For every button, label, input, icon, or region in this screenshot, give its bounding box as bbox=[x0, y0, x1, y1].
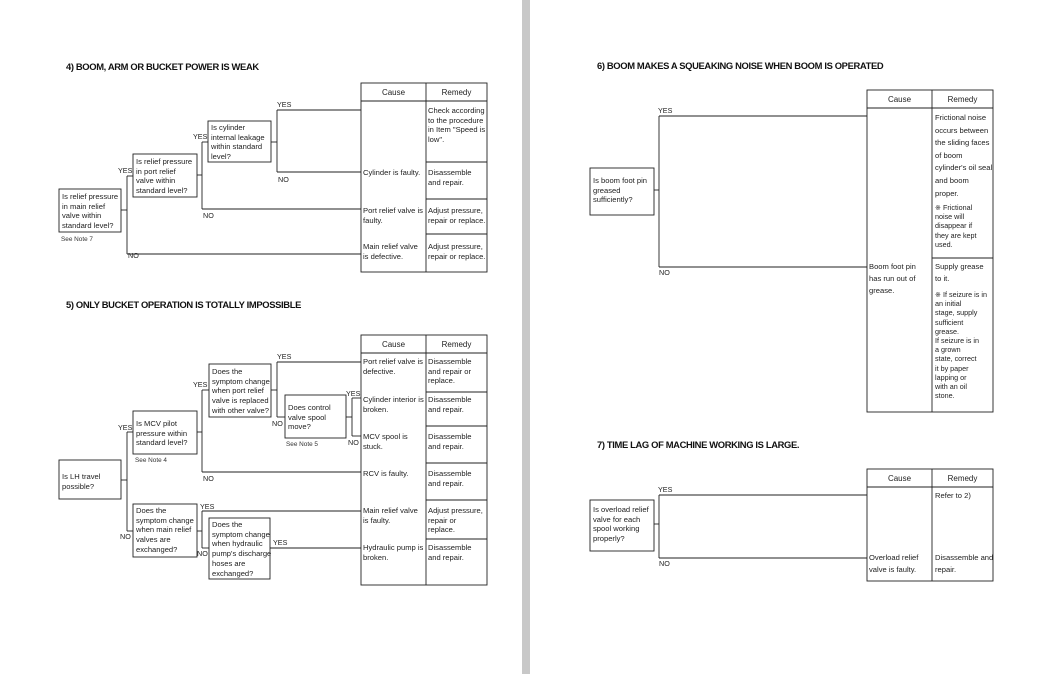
s5-cause-3: MCV spool is stuck. bbox=[363, 432, 408, 451]
s4-yes-label-1: YES bbox=[118, 166, 133, 175]
s4-note-7: See Note 7 bbox=[61, 236, 93, 243]
s7-remedy-header: Remedy bbox=[947, 474, 978, 483]
s5-remedy-3: Disassemble and repair. bbox=[428, 432, 472, 451]
s5-cause-1: Port relief valve is defective. bbox=[363, 357, 423, 376]
s4-cause-3: Port relief valve is faulty. bbox=[363, 206, 423, 225]
s4-question-port-relief: Is relief pressure in port relief valve … bbox=[136, 157, 193, 196]
s5-question-lh-travel: Is LH travel possible? bbox=[62, 472, 101, 491]
s5-remedy-6: Disassemble and repair. bbox=[428, 543, 472, 562]
s5-question-mcv-pilot: Is MCV pilot pressure within standard le… bbox=[136, 419, 188, 448]
s5-cause-5: Main relief valve is faulty. bbox=[363, 506, 418, 525]
s6-question-grease: Is boom foot pin greased sufficiently? bbox=[593, 176, 648, 205]
s5-no-label-3: NO bbox=[272, 419, 283, 428]
flowchart-lines-right bbox=[589, 89, 994, 582]
s5-yes-label-5: YES bbox=[200, 502, 215, 511]
s5-remedy-1: Disassemble and repair or replace. bbox=[428, 357, 472, 386]
s4-cause-header: Cause bbox=[381, 88, 406, 97]
s6-cause-2: Boom foot pin has run out of grease. bbox=[869, 262, 916, 295]
s4-yes-label-3: YES bbox=[277, 100, 292, 109]
s5-no-label-1: NO bbox=[120, 532, 131, 541]
s5-remedy-5: Adjust pressure, repair or replace. bbox=[428, 506, 483, 535]
s4-no-label-2: NO bbox=[203, 211, 214, 220]
s4-yes-label-2: YES bbox=[193, 132, 208, 141]
s6-remedy-1-note: ※ Frictional noise will disappear if the… bbox=[935, 203, 977, 249]
s4-question-main-relief: Is relief pressure in main relief valve … bbox=[62, 192, 119, 231]
s5-cause-header: Cause bbox=[381, 340, 406, 349]
section-6-title: 6) BOOM MAKES A SQUEAKING NOISE WHEN BOO… bbox=[597, 60, 884, 71]
s4-remedy-1: Check according to the procedure in Item… bbox=[428, 106, 486, 145]
s7-remedy-2: Disassemble and repair. bbox=[935, 553, 994, 574]
s5-note-4: See Note 4 bbox=[135, 457, 167, 464]
s4-remedy-3: Adjust pressure, repair or replace. bbox=[428, 206, 486, 225]
s7-yes-label: YES bbox=[658, 485, 673, 494]
s4-no-label-3: NO bbox=[278, 175, 289, 184]
s6-remedy-header: Remedy bbox=[947, 95, 978, 104]
s5-question-main-relief-exchanged: Does the symptom change when main relief… bbox=[136, 506, 194, 554]
s5-yes-label-2: YES bbox=[193, 380, 208, 389]
s5-cause-4: RCV is faulty. bbox=[363, 469, 409, 478]
s4-no-label-1: NO bbox=[128, 251, 139, 260]
page-right: 6) BOOM MAKES A SQUEAKING NOISE WHEN BOO… bbox=[530, 0, 1052, 674]
s5-question-spool-move: Does control valve spool move? bbox=[288, 403, 331, 432]
s5-yes-label-6: YES bbox=[273, 538, 288, 547]
s7-no-label: NO bbox=[659, 559, 670, 568]
s6-cause-header: Cause bbox=[887, 95, 912, 104]
s5-question-port-relief-replaced: Does the symptom change when port relief… bbox=[212, 367, 270, 415]
section-5-title: 5) ONLY BUCKET OPERATION IS TOTALLY IMPO… bbox=[66, 299, 301, 310]
s4-remedy-header: Remedy bbox=[441, 88, 472, 97]
s5-yes-label-1: YES bbox=[118, 423, 133, 432]
s5-cause-2: Cylinder interior is broken. bbox=[363, 395, 424, 414]
s5-yes-label-3: YES bbox=[277, 352, 292, 361]
s5-cause-6: Hydraulic pump is broken. bbox=[363, 543, 424, 562]
s5-no-label-2: NO bbox=[203, 474, 214, 483]
s6-yes-label: YES bbox=[658, 106, 673, 115]
s5-note-5: See Note 5 bbox=[286, 441, 318, 448]
s4-cause-2: Cylinder is faulty. bbox=[363, 168, 421, 177]
s7-question-overload-relief: Is overload relief valve for each spool … bbox=[593, 505, 649, 544]
flowchart-lines-left bbox=[58, 82, 488, 586]
s5-yes-label-4: YES bbox=[346, 389, 361, 398]
s4-cause-4: Main relief valve is defective. bbox=[363, 242, 418, 261]
s5-remedy-2: Disassemble and repair. bbox=[428, 395, 472, 414]
section-4-title: 4) BOOM, ARM OR BUCKET POWER IS WEAK bbox=[66, 61, 259, 72]
s5-no-label-5: NO bbox=[197, 549, 208, 558]
page-left: 4) BOOM, ARM OR BUCKET POWER IS WEAK Is … bbox=[0, 0, 522, 674]
s6-remedy-2-note: ※ If seizure is in an initial stage, sup… bbox=[935, 290, 987, 401]
s7-cause-2: Overload relief valve is faulty. bbox=[869, 553, 919, 574]
s5-remedy-header: Remedy bbox=[441, 340, 472, 349]
section-7-title: 7) TIME LAG OF MACHINE WORKING IS LARGE. bbox=[597, 439, 800, 450]
s6-no-label: NO bbox=[659, 268, 670, 277]
s5-remedy-4: Disassemble and repair. bbox=[428, 469, 472, 488]
s4-remedy-2: Disassemble and repair. bbox=[428, 168, 472, 187]
s5-no-label-4: NO bbox=[348, 438, 359, 447]
s7-cause-header: Cause bbox=[887, 474, 912, 483]
s6-remedy-1: Frictional noise occurs between the slid… bbox=[935, 113, 993, 198]
s6-remedy-2: Supply grease to it. bbox=[935, 262, 984, 283]
s4-question-cylinder-leakage: Is cylinder internal leakage within stan… bbox=[211, 123, 265, 162]
s5-question-pump-hoses: Does the symptom change when hydraulic p… bbox=[212, 520, 272, 578]
s7-remedy-1: Refer to 2) bbox=[935, 491, 971, 500]
s4-remedy-4: Adjust pressure, repair or replace. bbox=[428, 242, 486, 261]
